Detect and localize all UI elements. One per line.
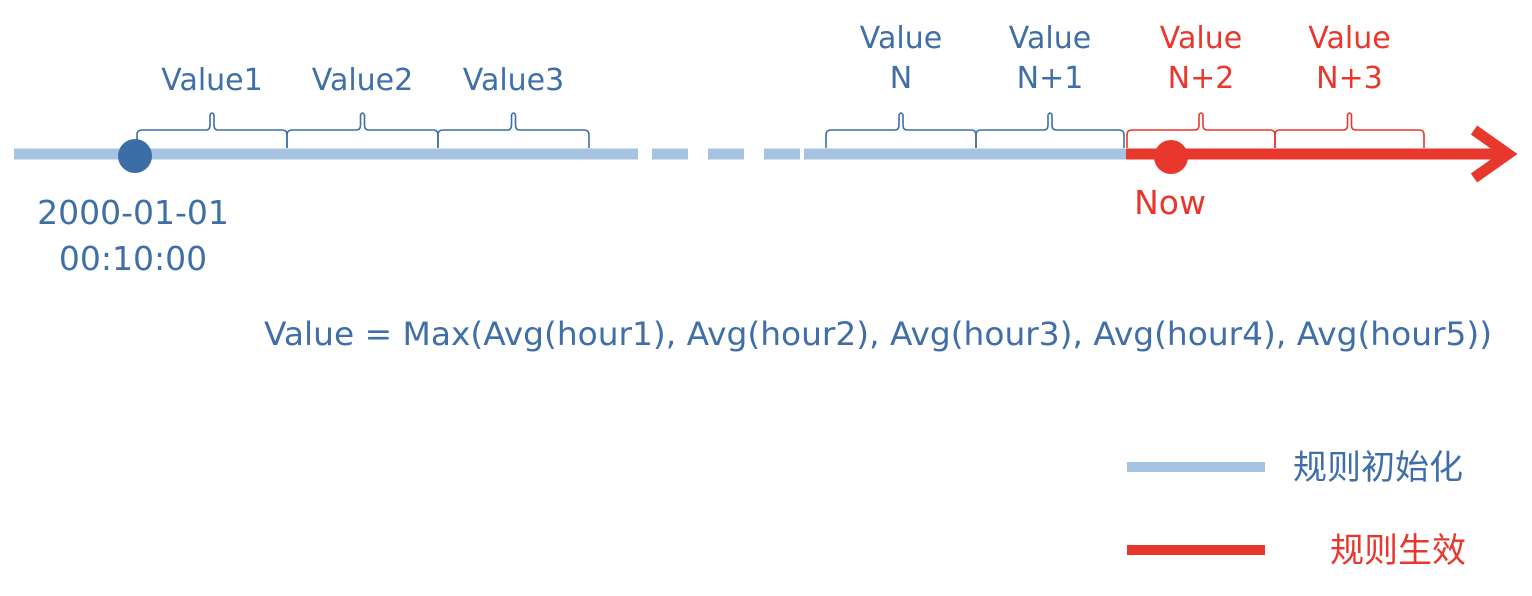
legend: 规则初始化 规则生效 <box>1127 448 1466 571</box>
segment-brace-5 <box>975 112 1125 148</box>
segment-label-1-line-1: Value1 <box>161 63 262 98</box>
start-point: 2000-01-01 00:10:00 <box>37 139 229 278</box>
segment-label-2-line-1: Value2 <box>312 63 413 98</box>
segment-label-7-line-2: N+3 <box>1316 61 1383 96</box>
legend-init-label: 规则初始化 <box>1293 448 1463 488</box>
segment-label-6-line-2: N+2 <box>1168 61 1235 96</box>
segment-3: Value3 <box>437 63 590 148</box>
start-dot <box>118 139 152 173</box>
arrow-head-icon <box>1470 125 1518 183</box>
now-point: Now <box>1134 140 1206 222</box>
segment-brace-7 <box>1274 112 1425 148</box>
segment-label-6-line-1: Value <box>1160 21 1242 56</box>
start-date-label: 2000-01-01 <box>37 193 229 232</box>
segment-2: Value2 <box>286 63 439 148</box>
segment-label-7-line-1: Value <box>1308 21 1390 56</box>
segment-label-5-line-2: N+1 <box>1017 61 1084 96</box>
now-dot <box>1154 140 1188 174</box>
segment-brace-2 <box>286 112 439 148</box>
segment-brace-6 <box>1126 112 1276 148</box>
segment-brace-3 <box>437 112 590 148</box>
segment-label-4-line-1: Value <box>860 21 942 56</box>
segment-brace-1 <box>136 112 288 148</box>
segment-label-5-line-1: Value <box>1009 21 1091 56</box>
effective-timeline <box>1126 125 1518 183</box>
now-label: Now <box>1134 183 1206 222</box>
segment-label-3-line-1: Value3 <box>463 63 564 98</box>
start-time-label: 00:10:00 <box>59 239 207 278</box>
segment-1: Value1 <box>136 63 288 148</box>
segment-brace-4 <box>825 112 977 148</box>
formula-text: Value = Max(Avg(hour1), Avg(hour2), Avg(… <box>264 315 1492 353</box>
legend-effective-label: 规则生效 <box>1330 531 1466 571</box>
segment-label-4-line-2: N <box>890 61 912 96</box>
